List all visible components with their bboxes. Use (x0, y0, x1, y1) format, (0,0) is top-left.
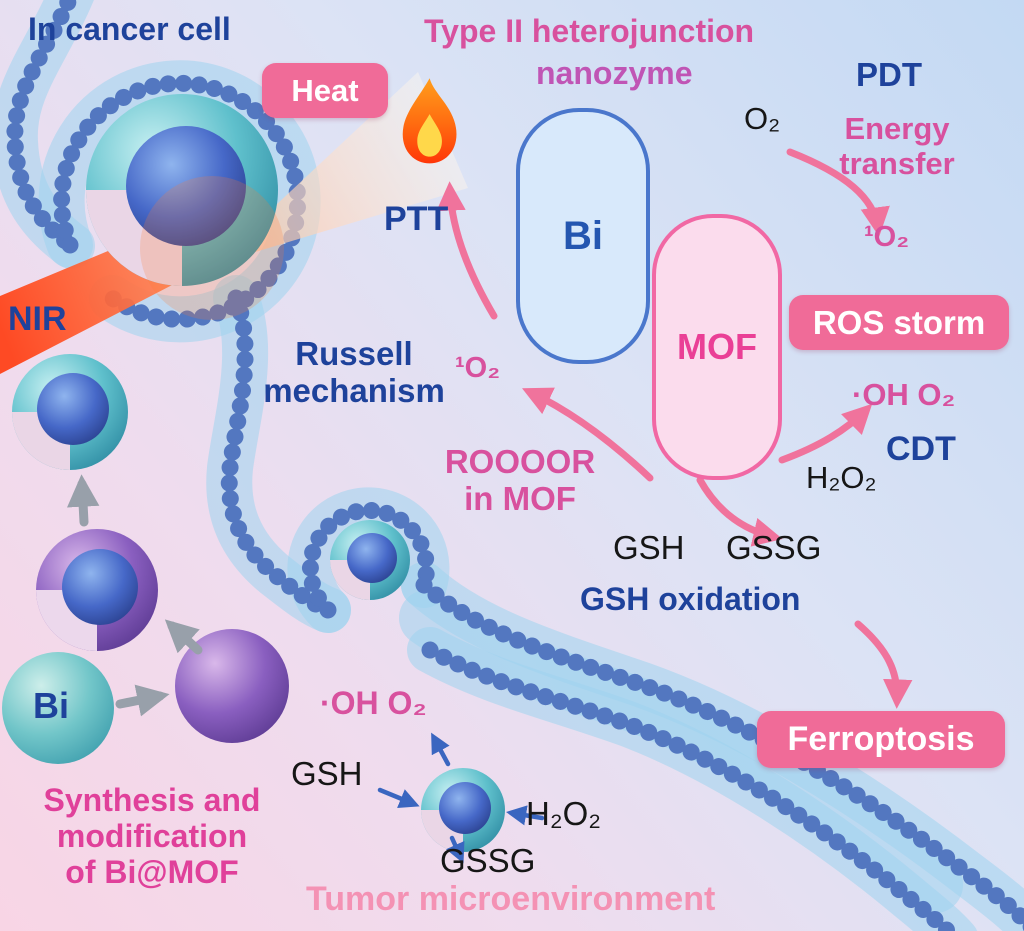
nir-label: NIR (8, 300, 67, 338)
arrow-to-ferroptosis (854, 620, 913, 709)
mechanism-arrows (436, 148, 913, 709)
arrow-to-oh-o2 (778, 403, 873, 464)
purple-coated-sphere (175, 629, 289, 743)
arrow-bi-to-coated (115, 684, 170, 717)
flame-icon (402, 78, 457, 164)
arrow-to-russell-singlet-o2 (522, 387, 654, 482)
russell-line1: Russell (295, 335, 413, 372)
pdt-label: PDT (856, 56, 922, 93)
gssg-bottom-label: GSSG (440, 842, 536, 879)
mof-box-label: MOF (677, 326, 757, 367)
gsh-mid-label: GSH (613, 529, 685, 566)
singlet-o2-right-label: ¹O₂ (864, 221, 910, 253)
nanoparticle-in-membrane (330, 520, 410, 600)
synthesis-line2: modification (56, 817, 248, 854)
arrow-h2o2-in (506, 805, 545, 826)
type2-heterojunction-label: Type II heterojunction (424, 13, 755, 49)
arrow-energy-transfer (786, 148, 890, 237)
arrow-to-gssg (445, 835, 465, 864)
nanoparticle-purple-cutaway (36, 529, 158, 651)
nanozyme-label: nanozyme (536, 55, 693, 91)
synthesis-line1: Synthesis and (43, 782, 261, 818)
heat-light-cone (212, 72, 468, 265)
arrow-to-oh-radical (431, 732, 451, 767)
synthesis-modification-label: Synthesis and modification of Bi@MOF (4, 782, 300, 890)
russell-mechanism-label: Russell mechanism (250, 335, 458, 410)
nanoparticle-medium-left (12, 354, 128, 470)
mof-semiconductor-box: MOF (652, 214, 782, 480)
gsh-bottom-label: GSH (291, 755, 363, 792)
bi-box-label: Bi (563, 213, 603, 258)
oh-o2-right-label: ·OH O₂ (852, 377, 956, 412)
russell-line2: mechanism (263, 371, 445, 409)
ptt-label: PTT (384, 200, 449, 238)
synthesis-line3: of Bi@MOF (65, 853, 239, 890)
bi-particle-label: Bi (33, 685, 69, 726)
energy-transfer-label: Energy transfer (826, 111, 968, 181)
synthesis-arrows (67, 474, 203, 717)
h2o2-right-label: H₂O₂ (806, 460, 877, 495)
bi-seed-sphere (2, 652, 114, 764)
cdt-label: CDT (886, 430, 956, 468)
rooor-in-mof-label: ROOOOR in MOF (420, 443, 620, 518)
o2-label: O₂ (744, 101, 781, 136)
rooor-line2: in MOF (464, 479, 576, 517)
arrow-gsh-to-gssg (696, 476, 783, 547)
arrow-coated-to-cutaway (164, 619, 203, 655)
arrow-cutaway-to-final (67, 474, 100, 527)
ros-storm-badge: ROS storm (789, 295, 1009, 350)
in-cancer-cell-label: In cancer cell (28, 11, 231, 47)
tumor-microenvironment-label: Tumor microenvironment (306, 880, 716, 918)
energy-transfer-line2: transfer (839, 145, 955, 181)
oh-o2-bottom-label: ·OH O₂ (320, 685, 427, 721)
gssg-mid-label: GSSG (726, 529, 822, 566)
arrow-gsh-in (377, 787, 420, 808)
gsh-oxidation-label: GSH oxidation (580, 581, 801, 617)
nanoparticle-tumor-microenvironment (421, 768, 505, 852)
membrane-spheres (6, 0, 1024, 931)
heat-badge: Heat (262, 63, 388, 118)
ferroptosis-badge: Ferroptosis (757, 711, 1005, 768)
nanoparticle-large-in-cell (86, 94, 284, 320)
h2o2-bottom-label: H₂O₂ (526, 795, 602, 832)
bi-semiconductor-box: Bi (516, 108, 650, 364)
singlet-o2-mid-label: ¹O₂ (455, 352, 501, 384)
energy-transfer-line1: Energy (844, 111, 950, 146)
tme-reaction-arrows (377, 732, 545, 864)
arrow-ptt-to-flame (436, 181, 498, 320)
rooor-line1: ROOOOR (444, 443, 596, 480)
